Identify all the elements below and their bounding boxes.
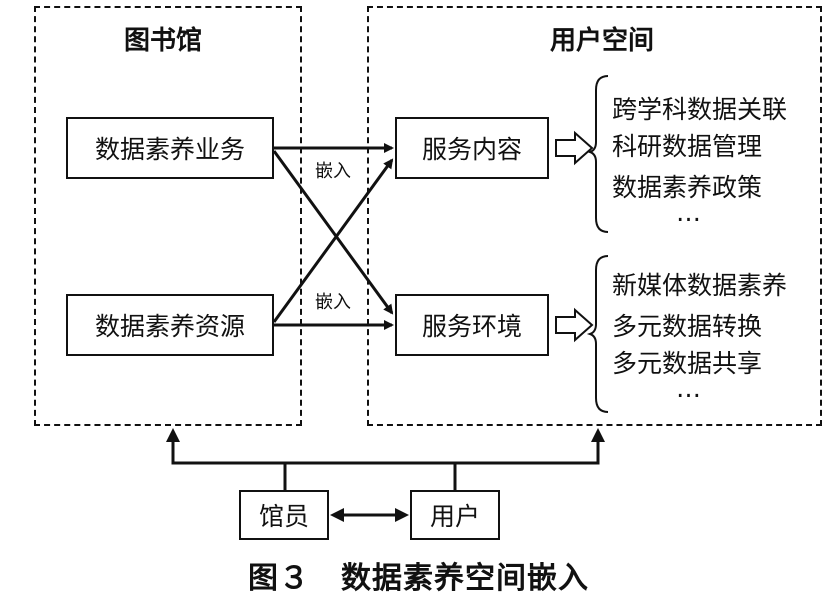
brace-content — [586, 75, 609, 233]
environment-item-1: 新媒体数据素养 — [612, 271, 788, 300]
content-item-ellipsis: … — [676, 198, 701, 227]
figure-caption: 图３ 数据素养空间嵌入 — [248, 561, 589, 596]
content-item-2: 科研数据管理 — [612, 132, 763, 161]
feedback-line — [171, 432, 600, 465]
library-business-box: 数据素养业务 — [66, 117, 274, 179]
library-resources-box: 数据素养资源 — [66, 294, 274, 356]
brace-environment — [586, 255, 609, 413]
environment-item-2: 多元数据转换 — [612, 312, 763, 341]
library-title: 图书馆 — [124, 26, 203, 56]
user-box: 用户 — [410, 490, 500, 540]
librarian-box: 馆员 — [239, 490, 329, 540]
service-environment-box: 服务环境 — [395, 294, 549, 356]
user-space-container — [367, 6, 822, 426]
arrow-resources-to-content — [272, 158, 394, 323]
content-item-1: 跨学科数据关联 — [612, 95, 788, 124]
embed-label-top: 嵌入 — [315, 161, 351, 182]
environment-item-3: 多元数据共享 — [612, 349, 763, 378]
hollow-arrow-environment — [555, 307, 594, 343]
environment-item-ellipsis: … — [676, 374, 701, 403]
library-container — [34, 6, 302, 426]
content-item-3: 数据素养政策 — [612, 173, 763, 202]
service-content-box: 服务内容 — [395, 117, 549, 179]
arrow-business-to-environment — [272, 150, 394, 315]
user-space-title: 用户空间 — [550, 26, 655, 56]
embed-label-bottom: 嵌入 — [315, 292, 351, 313]
hollow-arrow-content — [555, 130, 594, 166]
